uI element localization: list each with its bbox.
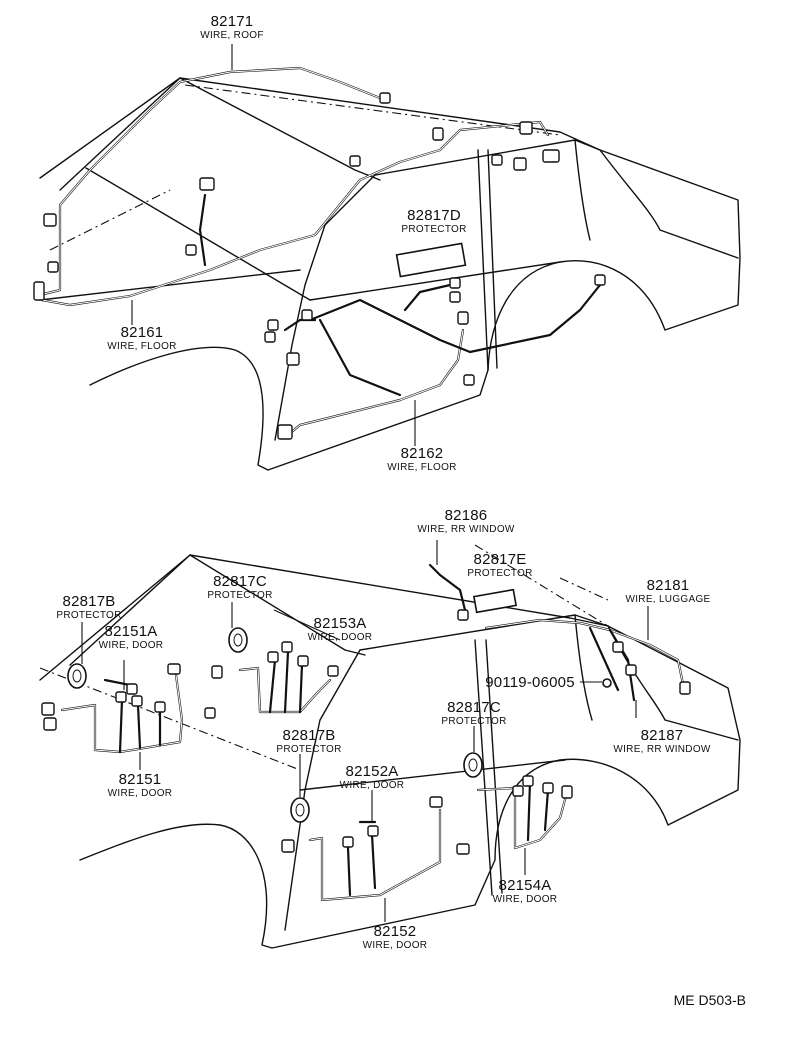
lower-connectors	[41, 609, 691, 855]
part-number: 90119-06005	[485, 674, 575, 691]
part-name: PROTECTOR	[401, 224, 467, 235]
part-number: 82186	[444, 507, 488, 524]
upper-connectors	[33, 92, 606, 440]
callout-82154a: 82154A WIRE, DOOR	[492, 877, 558, 906]
upper-leader-lines	[131, 44, 416, 446]
document-code: ME D503-B	[673, 992, 746, 1008]
part-number: 82154A	[498, 877, 552, 894]
part-name: PROTECTOR	[276, 744, 342, 755]
part-number: 82817E	[473, 551, 527, 568]
part-number: 82152	[373, 923, 417, 940]
part-number: 82171	[210, 13, 254, 30]
floor-wire-harness-rear	[283, 283, 602, 437]
callout-90119-06005: 90119-06005	[485, 675, 575, 691]
part-number: 82161	[120, 324, 164, 341]
lower-leader-lines	[81, 540, 649, 922]
part-name: WIRE, RR WINDOW	[417, 524, 515, 535]
part-name: WIRE, DOOR	[307, 632, 373, 643]
part-name: PROTECTOR	[56, 610, 122, 621]
part-name: WIRE, DOOR	[107, 788, 173, 799]
part-number: 82817C	[213, 573, 267, 590]
part-number: 82152A	[345, 763, 399, 780]
part-name: PROTECTOR	[441, 716, 507, 727]
part-number: 82151	[118, 771, 162, 788]
part-name: WIRE, DOOR	[362, 940, 428, 951]
part-name: WIRE, DOOR	[492, 894, 558, 905]
part-number: 82151A	[104, 623, 158, 640]
callout-82817b-front: 82817B PROTECTOR	[56, 593, 122, 622]
callout-82171: 82171 WIRE, ROOF	[200, 13, 264, 42]
floor-wire-harness-front	[40, 120, 550, 307]
roof-wire-harness	[38, 66, 387, 297]
part-name: WIRE, FLOOR	[107, 341, 177, 352]
callout-82181: 82181 WIRE, LUGGAGE	[625, 577, 711, 606]
lower-protectors	[67, 588, 612, 823]
part-name: WIRE, LUGGAGE	[625, 594, 711, 605]
part-name: WIRE, DOOR	[339, 780, 405, 791]
upper-car-body	[39, 77, 741, 471]
part-name: PROTECTOR	[207, 590, 273, 601]
part-number: 82153A	[313, 615, 367, 632]
callout-82186: 82186 WIRE, RR WINDOW	[417, 507, 515, 536]
callout-82151: 82151 WIRE, DOOR	[107, 771, 173, 800]
callout-82187: 82187 WIRE, RR WINDOW	[613, 727, 711, 756]
callout-82817d: 82817D PROTECTOR	[401, 207, 467, 236]
callout-82817c-rear: 82817C PROTECTOR	[207, 573, 273, 602]
callout-82152a: 82152A WIRE, DOOR	[339, 763, 405, 792]
callout-82817b-rear: 82817B PROTECTOR	[276, 727, 342, 756]
part-name: WIRE, ROOF	[200, 30, 264, 41]
part-number: 82817D	[407, 207, 461, 224]
callout-82817c-front: 82817C PROTECTOR	[441, 699, 507, 728]
callout-82152: 82152 WIRE, DOOR	[362, 923, 428, 952]
part-number: 82187	[640, 727, 684, 744]
callout-82161: 82161 WIRE, FLOOR	[107, 324, 177, 353]
part-name: WIRE, FLOOR	[387, 462, 457, 473]
part-number: 82817C	[447, 699, 501, 716]
lower-car-body	[39, 544, 741, 949]
part-name: PROTECTOR	[467, 568, 533, 579]
part-number: 82181	[646, 577, 690, 594]
part-number: 82162	[400, 445, 444, 462]
lower-wire-harnesses	[60, 563, 685, 902]
part-name: WIRE, RR WINDOW	[613, 744, 711, 755]
callout-82153a: 82153A WIRE, DOOR	[307, 615, 373, 644]
callout-82151a: 82151A WIRE, DOOR	[98, 623, 164, 652]
part-name: WIRE, DOOR	[98, 640, 164, 651]
part-number: 82817B	[62, 593, 116, 610]
callout-82162: 82162 WIRE, FLOOR	[387, 445, 457, 474]
callout-82817e: 82817E PROTECTOR	[467, 551, 533, 580]
part-number: 82817B	[282, 727, 336, 744]
